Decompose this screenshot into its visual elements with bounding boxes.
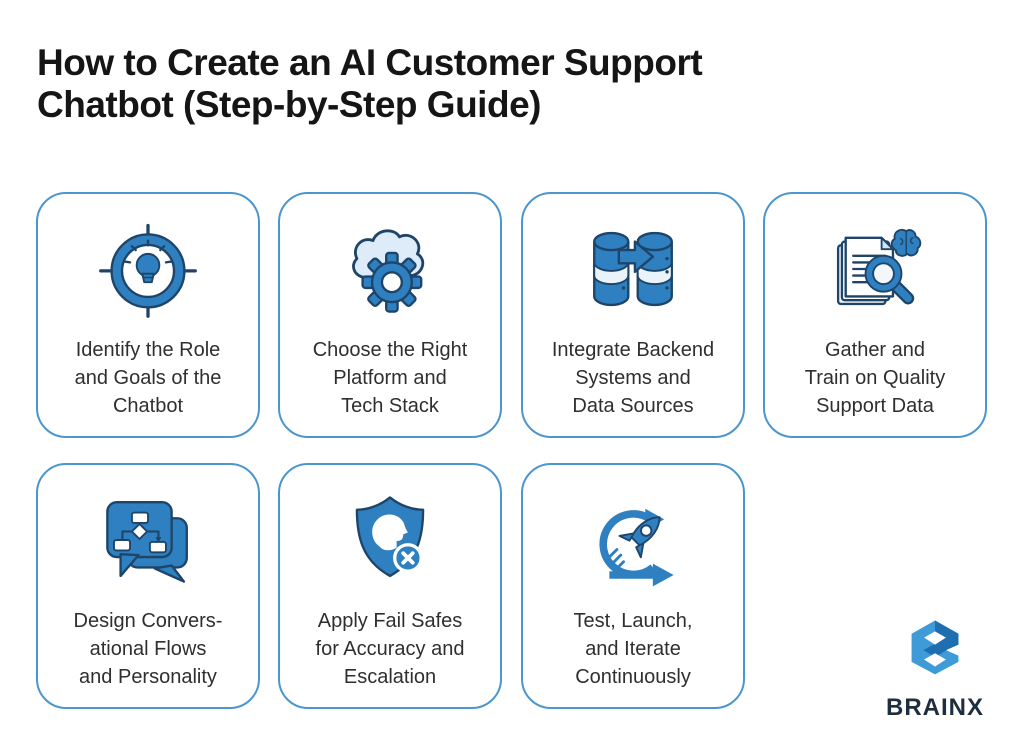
card-label: Identify the Role and Goals of the Chatb… [74, 339, 222, 417]
database-sync-icon [581, 210, 685, 328]
card-label: Choose the Right Platform and Tech Stack [312, 339, 468, 417]
brand-name: BRAINX [885, 694, 984, 721]
brand-block: BRAINX [875, 611, 995, 722]
card-label: Gather and Train on Quality Support Data [804, 339, 946, 417]
card-label: Apply Fail Safes for Accuracy and Escala… [315, 610, 465, 688]
card-label: Design Convers- ational Flows and Person… [73, 610, 223, 688]
shield-failsafe-icon [338, 481, 442, 599]
cloud-gear-icon [338, 210, 442, 328]
card-label: Integrate Backend Systems and Data Sourc… [551, 339, 715, 417]
card-identify-role: Identify the Role and Goals of the Chatb… [36, 192, 260, 438]
target-lightbulb-icon [96, 210, 200, 328]
chat-flowchart-icon [96, 481, 200, 599]
brainx-logo-icon [910, 611, 960, 688]
card-design-flows: Design Convers- ational Flows and Person… [36, 463, 260, 709]
card-fail-safes: Apply Fail Safes for Accuracy and Escala… [278, 463, 502, 709]
rocket-iterate-icon [581, 481, 685, 599]
card-integrate-backend: Integrate Backend Systems and Data Sourc… [521, 192, 745, 438]
card-choose-platform: Choose the Right Platform and Tech Stack [278, 192, 502, 438]
card-label: Test, Launch, and Iterate Continuously [573, 610, 693, 688]
page-title: How to Create an AI Customer Support Cha… [37, 42, 703, 125]
documents-magnifier-brain-icon [823, 210, 927, 328]
card-gather-train-data: Gather and Train on Quality Support Data [763, 192, 987, 438]
card-test-launch-iterate: Test, Launch, and Iterate Continuously [521, 463, 745, 709]
